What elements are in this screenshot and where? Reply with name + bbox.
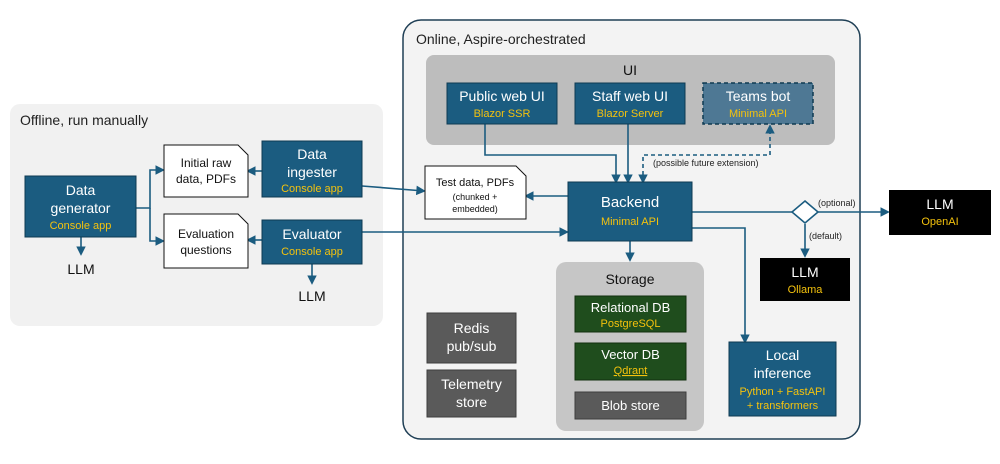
- offline-group-title: Offline, run manually: [20, 112, 148, 128]
- data-generator-title-line2: generator: [51, 200, 111, 216]
- blob-store-title: Blob store: [601, 398, 660, 413]
- data-ingester-title-line2: ingester: [287, 164, 337, 180]
- data-ingester-title-line1: Data: [297, 146, 327, 162]
- initial-raw-data-doc: Initial raw data, PDFs: [163, 144, 249, 198]
- edge-ingester-to-test-data: [361, 185, 426, 196]
- local-inference-sub1: Python + FastAPI: [740, 386, 826, 398]
- evaluator-node: Evaluator Console app: [261, 219, 363, 265]
- vector-db-subtitle: Qdrant: [614, 365, 648, 377]
- vector-db-node: Vector DB Qdrant: [574, 342, 687, 381]
- evaluator-subtitle: Console app: [281, 246, 343, 258]
- staff-web-ui-subtitle: Blazor Server: [597, 108, 664, 120]
- evaluation-questions-line1: Evaluation: [178, 227, 234, 241]
- initial-raw-data-line1: Initial raw: [181, 156, 232, 170]
- optional-label: (optional): [818, 198, 856, 208]
- llm-openai-node: LLM OpenAI: [889, 190, 991, 235]
- relational-db-title: Relational DB: [591, 300, 671, 315]
- future-extension-note: (possible future extension): [653, 158, 759, 168]
- llm-openai-subtitle: OpenAI: [921, 216, 958, 228]
- telemetry-node: Telemetry store: [426, 369, 517, 418]
- data-generator-subtitle: Console app: [50, 220, 112, 232]
- local-inference-line1: Local: [766, 347, 799, 363]
- vector-db-title: Vector DB: [601, 347, 660, 362]
- test-data-doc: Test data, PDFs (chunked + embedded): [424, 165, 527, 220]
- data-ingester-subtitle: Console app: [281, 183, 343, 195]
- test-data-line2: (chunked +: [453, 192, 498, 202]
- staff-web-ui-title: Staff web UI: [592, 88, 668, 104]
- backend-title: Backend: [601, 194, 659, 211]
- data-ingester-node: Data ingester Console app: [261, 140, 363, 198]
- backend-subtitle: Minimal API: [601, 216, 659, 228]
- llm-ollama-node: LLM Ollama: [760, 258, 850, 301]
- storage-group-title: Storage: [605, 271, 654, 287]
- data-generator-node: Data generator Console app: [24, 175, 137, 238]
- initial-raw-data-line2: data, PDFs: [176, 172, 236, 186]
- staff-web-ui-node: Staff web UI Blazor Server: [574, 82, 686, 125]
- ui-group-title: UI: [623, 62, 637, 78]
- teams-bot-subtitle: Minimal API: [729, 108, 787, 120]
- backend-node: Backend Minimal API: [567, 181, 693, 242]
- test-data-line3: embedded): [452, 204, 498, 214]
- blob-store-node: Blob store: [574, 391, 687, 420]
- teams-bot-title: Teams bot: [726, 88, 791, 104]
- llm-generator-label: LLM: [67, 261, 94, 277]
- telemetry-line2: store: [456, 394, 487, 410]
- default-label: (default): [809, 231, 842, 241]
- data-generator-title-line1: Data: [66, 182, 96, 198]
- edge-public-ui-to-backend: [484, 124, 621, 184]
- llm-evaluator-label: LLM: [298, 288, 325, 304]
- relational-db-node: Relational DB PostgreSQL: [574, 295, 687, 333]
- online-group-title: Online, Aspire-orchestrated: [416, 31, 586, 47]
- routing-decision-diamond: [790, 199, 820, 225]
- llm-openai-title: LLM: [926, 196, 953, 212]
- teams-bot-node: Teams bot Minimal API: [702, 82, 814, 125]
- redis-line1: Redis: [454, 320, 490, 336]
- edge-generator-to-questions: [149, 208, 165, 246]
- evaluation-questions-doc: Evaluation questions: [163, 213, 249, 269]
- edge-generator-to-raw-data: [136, 165, 165, 209]
- redis-node: Redis pub/sub: [426, 312, 517, 364]
- relational-db-subtitle: PostgreSQL: [601, 318, 661, 330]
- local-inference-sub2: + transformers: [747, 400, 819, 412]
- public-web-ui-title: Public web UI: [459, 88, 545, 104]
- redis-line2: pub/sub: [447, 338, 497, 354]
- edge-backend-to-local-inference: [692, 227, 750, 344]
- telemetry-line1: Telemetry: [441, 376, 502, 392]
- edge-backend-to-teams-bot: [638, 124, 775, 184]
- local-inference-line2: inference: [754, 365, 812, 381]
- public-web-ui-subtitle: Blazor SSR: [474, 108, 531, 120]
- connectors: [76, 124, 890, 344]
- public-web-ui-node: Public web UI Blazor SSR: [446, 82, 558, 125]
- test-data-line1: Test data, PDFs: [436, 177, 515, 189]
- local-inference-node: Local inference Python + FastAPI + trans…: [728, 341, 837, 417]
- llm-ollama-title: LLM: [791, 264, 818, 280]
- llm-ollama-subtitle: Ollama: [788, 284, 824, 296]
- evaluation-questions-line2: questions: [180, 243, 231, 257]
- evaluator-title: Evaluator: [282, 226, 341, 242]
